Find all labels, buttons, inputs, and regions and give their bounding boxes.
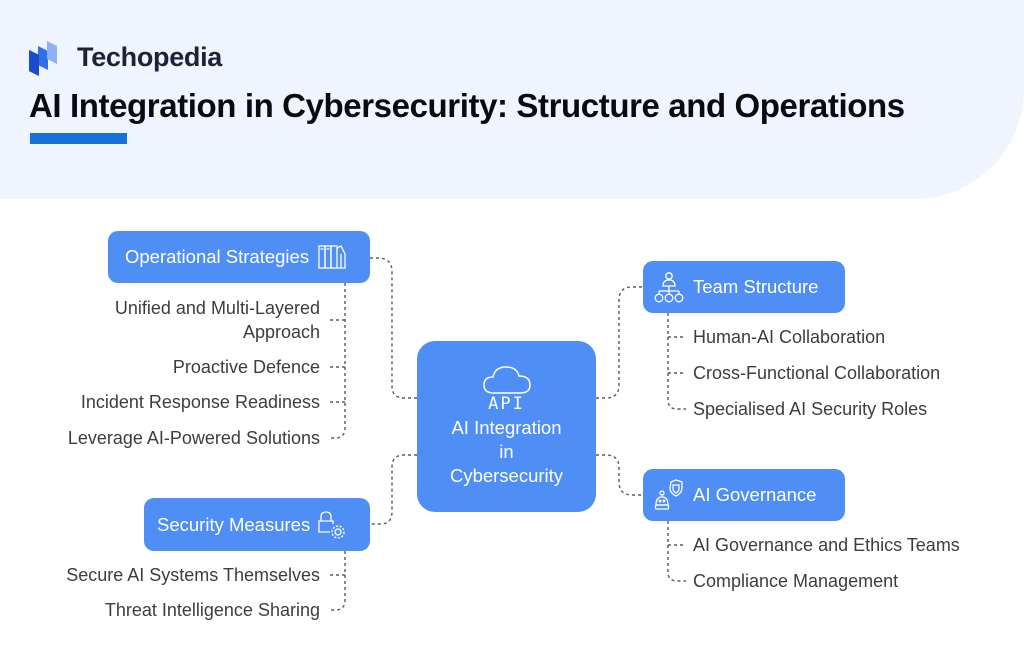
item-compliance-management: Compliance Management: [693, 571, 899, 591]
item-specialised-roles: Specialised AI Security Roles: [693, 399, 928, 419]
title-underline: [30, 133, 127, 144]
item-unified-line1: Unified and Multi-Layered: [114, 298, 320, 318]
robot-shield-icon: [654, 479, 683, 510]
item-human-ai-collaboration: Human-AI Collaboration: [693, 327, 886, 347]
center-label-line1: AI Integration: [451, 417, 562, 438]
center-label-line2: in: [499, 441, 514, 462]
node-team-structure: Team Structure: [643, 261, 845, 313]
node-label: AI Governance: [693, 484, 817, 505]
api-text: API: [488, 394, 525, 414]
node-label: Team Structure: [693, 276, 819, 297]
node-label: Security Measures: [157, 513, 311, 535]
center-node-ai-integration: API AI Integration in Cybersecurity: [417, 341, 596, 512]
node-security-measures: Security Measures: [144, 498, 370, 551]
item-leverage-ai: Leverage AI-Powered Solutions: [67, 428, 320, 448]
node-label: Operational Strategies: [125, 246, 310, 267]
brand-name: Techopedia: [77, 42, 223, 72]
item-secure-ai-systems: Secure AI Systems Themselves: [66, 565, 320, 585]
item-cross-functional: Cross-Functional Collaboration: [693, 363, 941, 383]
techopedia-logo-icon: [29, 41, 57, 76]
center-label-line3: Cybersecurity: [449, 465, 564, 486]
header-band: [0, 0, 1024, 199]
org-hierarchy-icon: [654, 272, 684, 303]
page-title: AI Integration in Cybersecurity: Structu…: [29, 87, 905, 124]
node-ai-governance: AI Governance: [643, 469, 845, 521]
books-icon: [318, 245, 346, 269]
item-governance-ethics-teams: AI Governance and Ethics Teams: [693, 535, 960, 555]
item-incident-response: Incident Response Readiness: [80, 392, 320, 412]
center-label: AI Integration in Cybersecurity: [432, 416, 582, 488]
item-unified-line2: Approach: [242, 322, 320, 342]
lock-gear-icon: [318, 510, 345, 539]
item-threat-intelligence: Threat Intelligence Sharing: [104, 600, 320, 620]
cloud-api-icon: [482, 366, 531, 394]
item-proactive-defence: Proactive Defence: [172, 357, 320, 377]
node-operational-strategies: Operational Strategies: [108, 231, 370, 283]
